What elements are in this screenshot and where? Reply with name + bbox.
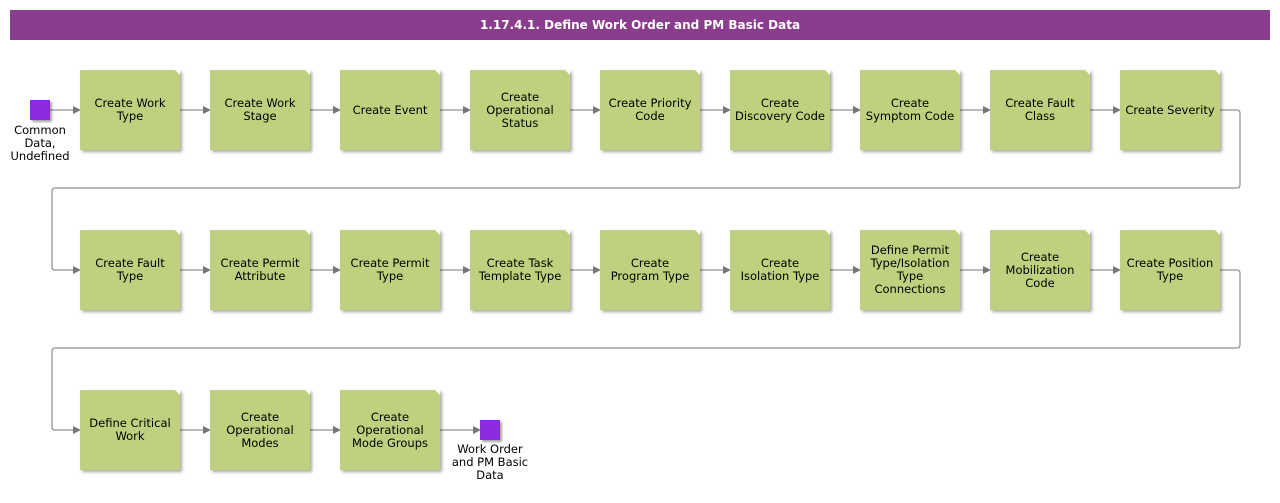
step-label: Create Work Type: [94, 96, 166, 123]
step-create-permit-attribute[interactable]: Create Permit Attribute: [210, 230, 310, 310]
step-define-critical-work[interactable]: Define Critical Work: [80, 390, 180, 470]
end-event-icon: [480, 420, 500, 440]
step-create-event[interactable]: Create Event: [340, 70, 440, 150]
step-label: Create Operational Mode Groups: [352, 409, 428, 450]
step-label: Create Permit Attribute: [220, 256, 300, 283]
step-create-operational-modes[interactable]: Create Operational Modes: [210, 390, 310, 470]
step-create-task-template-type[interactable]: Create Task Template Type: [470, 230, 570, 310]
step-label: Create Event: [352, 102, 428, 117]
end-event-label: Work Order and PM Basic Data: [451, 442, 529, 482]
step-label: Create Operational Modes: [226, 409, 294, 450]
diagram-title: 1.17.4.1. Define Work Order and PM Basic…: [10, 10, 1270, 40]
step-label: Create Severity: [1125, 102, 1215, 117]
step-label: Create Program Type: [610, 256, 690, 283]
step-label: Create Mobilization Code: [1005, 249, 1075, 290]
step-create-discovery-code[interactable]: Create Discovery Code: [730, 70, 830, 150]
step-label: Create Isolation Type: [740, 256, 820, 283]
step-create-symptom-code[interactable]: Create Symptom Code: [860, 70, 960, 150]
step-label: Create Discovery Code: [735, 96, 825, 123]
step-define-permit-type-isolation-type-connections[interactable]: Define Permit Type/Isolation Type Connec…: [860, 230, 960, 310]
step-create-permit-type[interactable]: Create Permit Type: [340, 230, 440, 310]
step-label: Create Priority Code: [608, 96, 692, 123]
step-label: Create Fault Class: [1005, 96, 1075, 123]
step-label: Define Permit Type/Isolation Type Connec…: [870, 243, 950, 296]
step-create-isolation-type[interactable]: Create Isolation Type: [730, 230, 830, 310]
start-event-label: Common Data, Undefined: [10, 123, 70, 163]
step-create-fault-class[interactable]: Create Fault Class: [990, 70, 1090, 150]
step-create-work-type[interactable]: Create Work Type: [80, 70, 180, 150]
step-label: Define Critical Work: [89, 416, 171, 443]
step-create-fault-type[interactable]: Create Fault Type: [80, 230, 180, 310]
step-create-program-type[interactable]: Create Program Type: [600, 230, 700, 310]
step-label: Create Work Stage: [224, 96, 296, 123]
row-wrap-connector: [51, 269, 1241, 434]
step-create-position-type[interactable]: Create Position Type: [1120, 230, 1220, 310]
step-create-mobilization-code[interactable]: Create Mobilization Code: [990, 230, 1090, 310]
step-create-priority-code[interactable]: Create Priority Code: [600, 70, 700, 150]
step-create-work-stage[interactable]: Create Work Stage: [210, 70, 310, 150]
step-label: Create Symptom Code: [865, 96, 955, 123]
step-label: Create Fault Type: [95, 256, 165, 283]
step-label: Create Position Type: [1126, 256, 1214, 283]
step-create-operational-status[interactable]: Create Operational Status: [470, 70, 570, 150]
step-label: Create Task Template Type: [478, 256, 562, 283]
step-label: Create Operational Status: [486, 89, 554, 130]
step-create-operational-mode-groups[interactable]: Create Operational Mode Groups: [340, 390, 440, 470]
row-wrap-connector: [51, 109, 1241, 274]
step-create-severity[interactable]: Create Severity: [1120, 70, 1220, 150]
start-event-icon: [30, 100, 50, 120]
step-label: Create Permit Type: [350, 256, 430, 283]
